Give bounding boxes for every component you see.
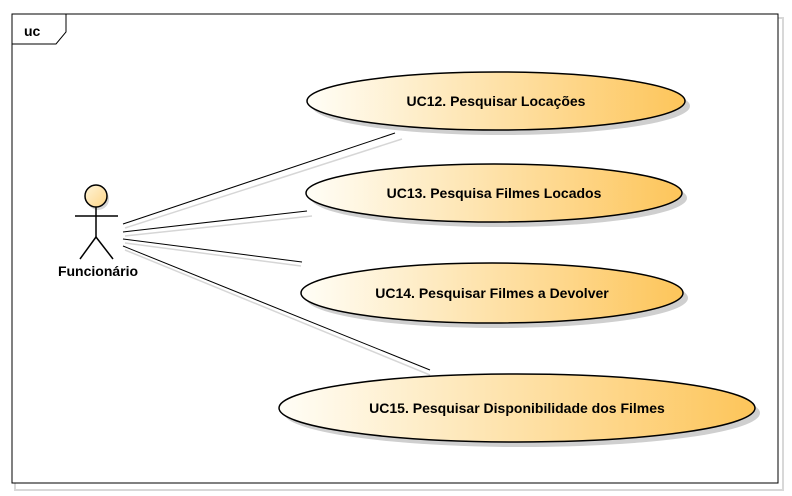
frame-label-tab — [11, 13, 67, 45]
use-case-uc15[interactable]: UC15. Pesquisar Disponibilidade dos Film… — [278, 373, 756, 443]
association-uc12 — [122, 132, 396, 225]
association-uc13 — [122, 210, 308, 233]
actor-name: Funcionário — [58, 263, 138, 279]
use-case-label: UC12. Pesquisar Locações — [407, 93, 586, 109]
association-uc15 — [122, 245, 431, 371]
use-case-ellipse[interactable] — [278, 373, 756, 443]
actor-stick-figure-icon — [75, 184, 118, 260]
association-shadows — [124, 138, 431, 376]
use-case-ellipse[interactable] — [306, 71, 686, 131]
use-case-uc13[interactable]: UC13. Pesquisa Filmes Locados — [305, 163, 683, 223]
use-case-ellipse[interactable] — [300, 262, 684, 324]
associations — [122, 132, 431, 371]
actor-funcionario[interactable]: Funcionário — [58, 184, 138, 279]
use-case-uc14[interactable]: UC14. Pesquisar Filmes a Devolver — [300, 262, 684, 324]
use-case-label: UC14. Pesquisar Filmes a Devolver — [375, 285, 609, 301]
use-case-ellipse[interactable] — [305, 163, 683, 223]
use-case-label: UC13. Pesquisa Filmes Locados — [387, 185, 602, 201]
use-case-uc12[interactable]: UC12. Pesquisar Locações — [306, 71, 686, 131]
association-uc14 — [122, 238, 303, 263]
use-case-label: UC15. Pesquisar Disponibilidade dos Film… — [369, 400, 665, 416]
frame-label: uc — [24, 23, 41, 39]
